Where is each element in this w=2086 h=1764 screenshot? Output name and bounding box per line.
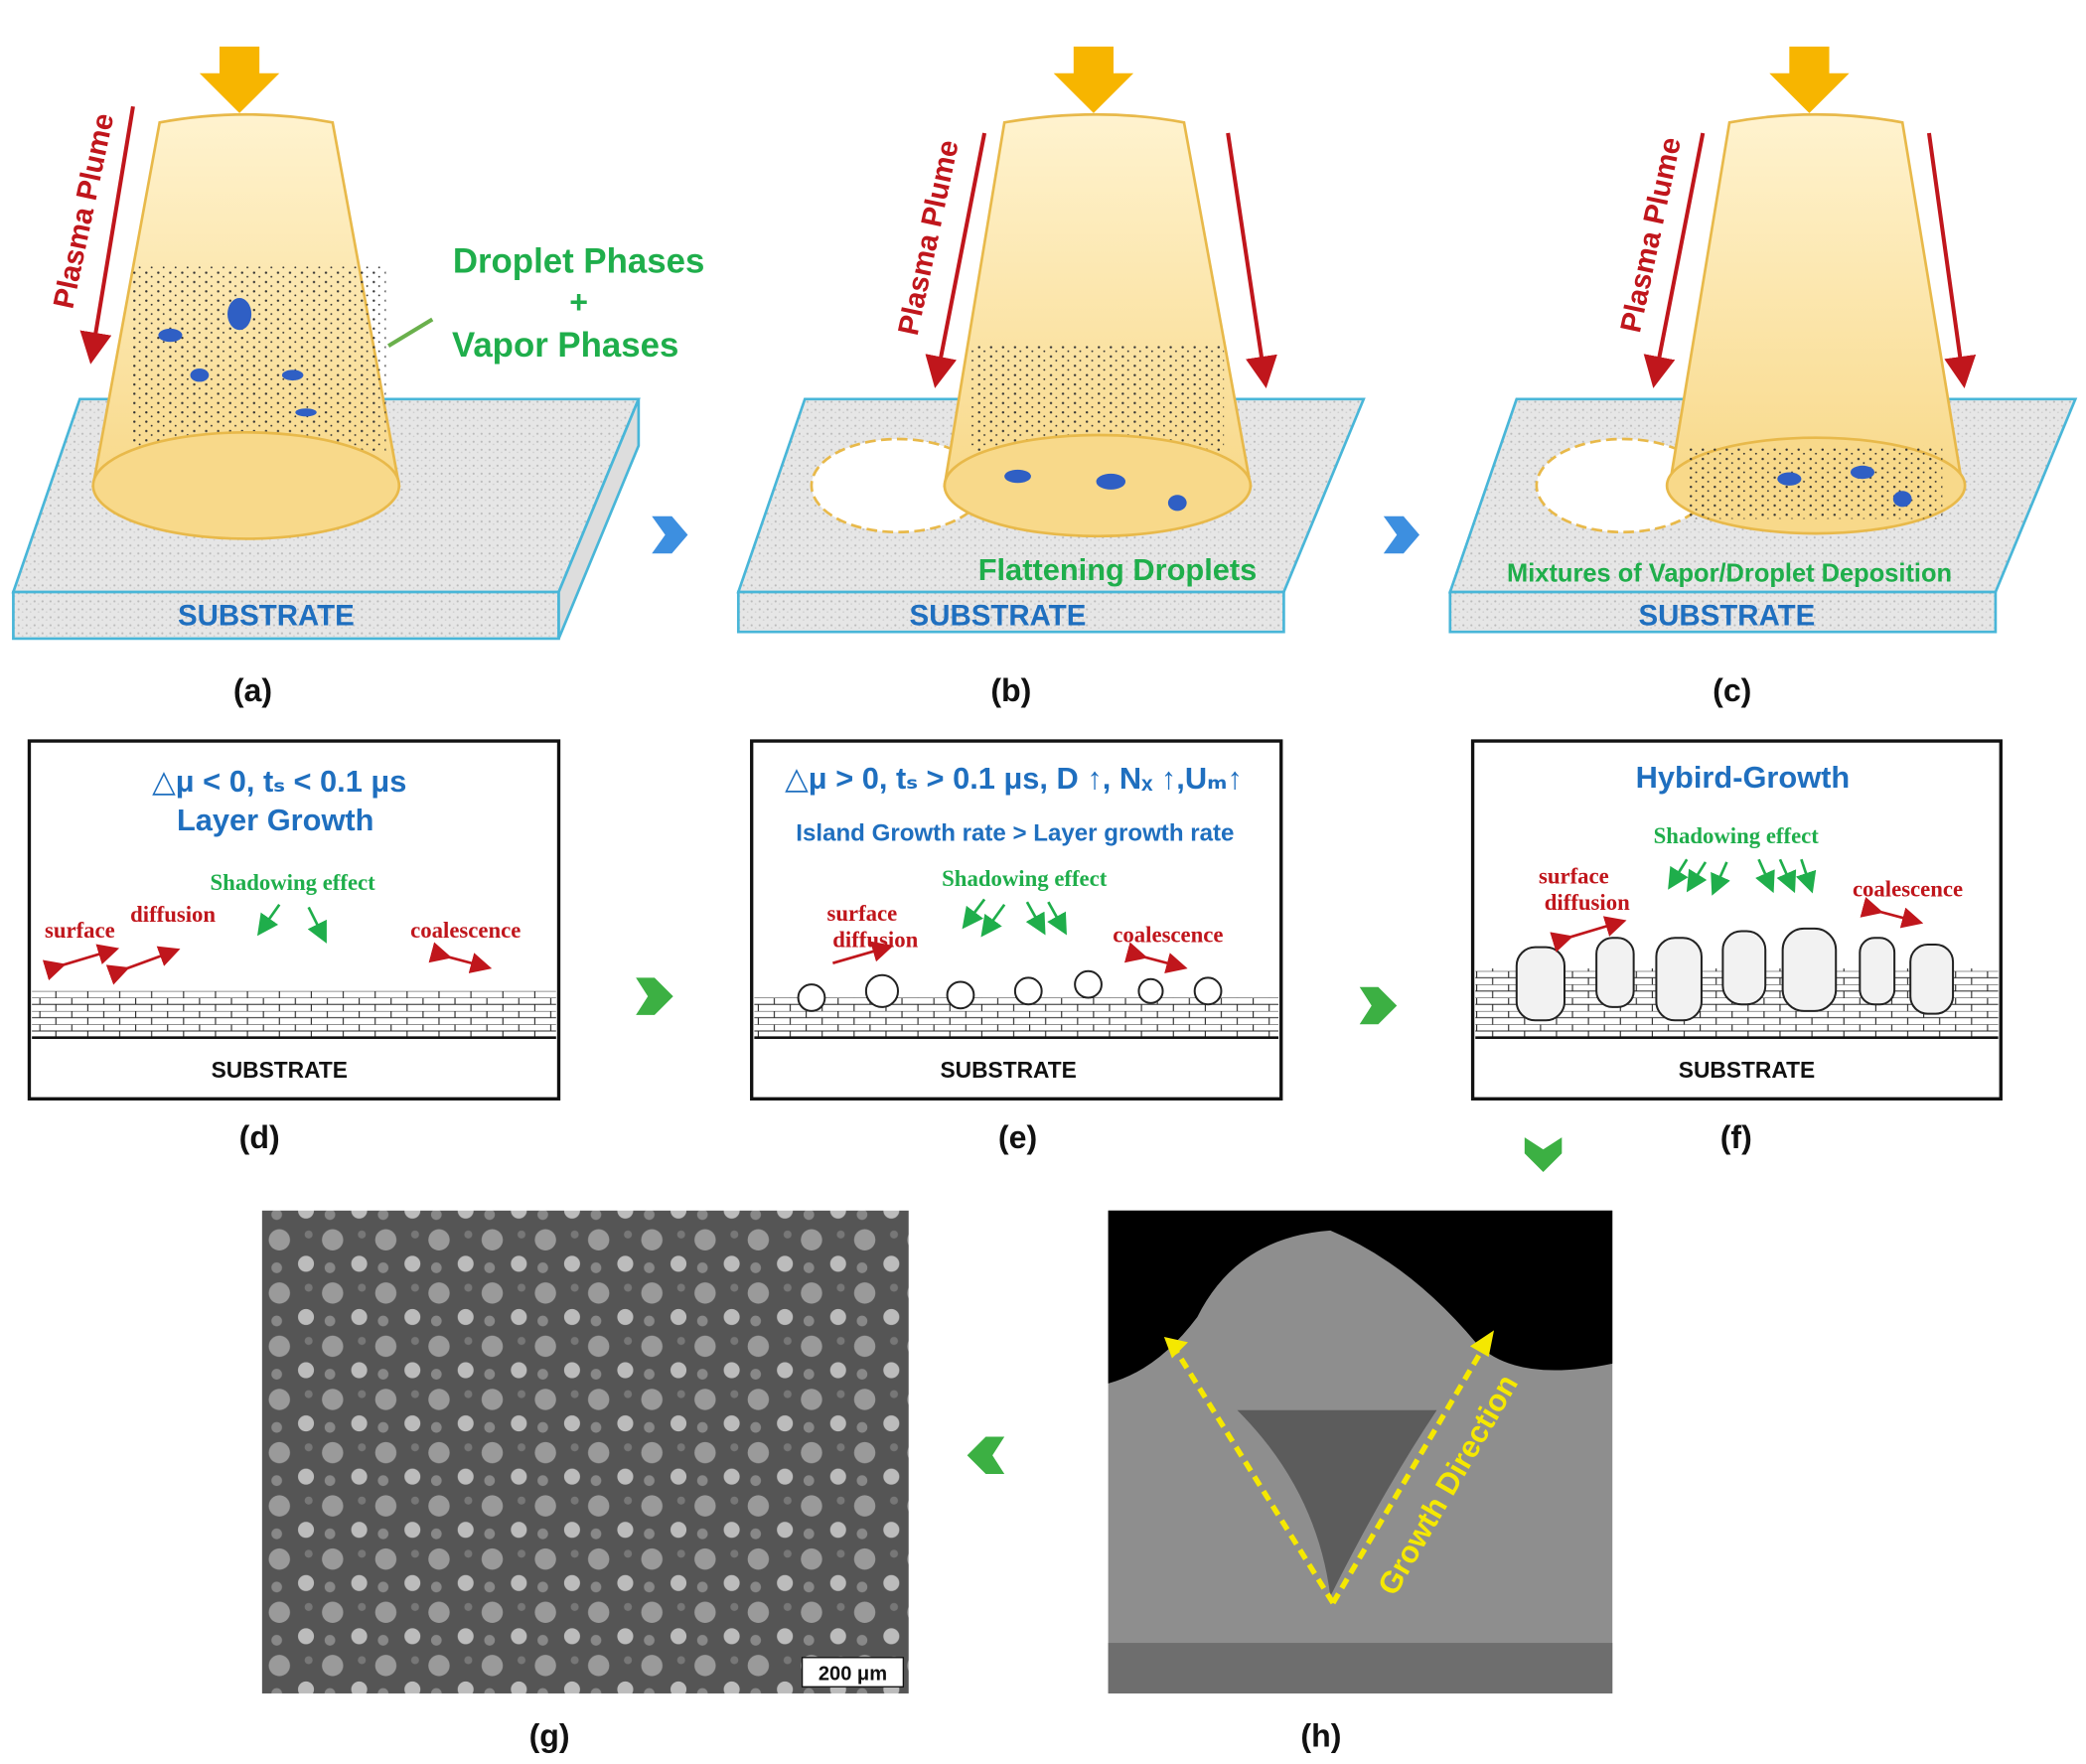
substrate-label: SUBSTRATE bbox=[1679, 1057, 1815, 1083]
panel-f: Hybird-Growth Shadowing effect surface d… bbox=[1470, 739, 2003, 1155]
panel-label: (a) bbox=[233, 672, 272, 708]
next-arrow-icon bbox=[1383, 515, 1420, 554]
substrate-label: SUBSTRATE bbox=[941, 1057, 1077, 1083]
vapor-particles bbox=[132, 265, 386, 453]
substrate-label: SUBSTRATE bbox=[212, 1057, 348, 1083]
layer-bricks bbox=[32, 990, 556, 1038]
energy-arrow-icon bbox=[199, 46, 280, 113]
shadowing-label: Shadowing effect bbox=[1654, 823, 1820, 848]
panel-label: (e) bbox=[998, 1119, 1037, 1155]
coalescence-label: coalescence bbox=[1853, 877, 1963, 902]
scale-bar-box bbox=[801, 1657, 905, 1688]
deposit-label: Flattening Droplets bbox=[978, 552, 1258, 587]
droplet-phases-label: Droplet Phases bbox=[453, 242, 704, 281]
panel-c: Plasma Plume Mixtures of Vapor/Droplet D… bbox=[1447, 46, 2078, 708]
panel-label: (c) bbox=[1713, 672, 1751, 708]
coalescence-label: coalescence bbox=[410, 918, 521, 943]
sem-surface-image bbox=[261, 1210, 909, 1693]
substrate-label: SUBSTRATE bbox=[1638, 600, 1815, 633]
shadowing-label: Shadowing effect bbox=[211, 870, 376, 895]
growth-mode-title: Layer Growth bbox=[177, 803, 374, 837]
diffusion-label: diffusion bbox=[832, 928, 918, 953]
surface-label: surface bbox=[826, 901, 897, 926]
panel-label: (g) bbox=[529, 1718, 570, 1754]
plume-label: Plasma Plume bbox=[892, 137, 966, 338]
surface-label: surface bbox=[1539, 863, 1609, 888]
panel-g: 200 μm (g) bbox=[261, 1210, 909, 1754]
next-arrow-icon bbox=[652, 515, 688, 554]
substrate-layer bbox=[1108, 1643, 1613, 1693]
growth-rate-text: Island Growth rate > Layer growth rate bbox=[796, 819, 1234, 846]
scale-bar-label: 200 μm bbox=[819, 1664, 887, 1686]
panel-a: Plasma Plume Droplet Phases + Vapor Phas… bbox=[11, 46, 704, 708]
panel-b: Plasma Plume Flattening Droplets SUBSTRA… bbox=[736, 46, 1366, 708]
panel-label: (h) bbox=[1300, 1718, 1341, 1754]
panel-label: (d) bbox=[239, 1119, 280, 1155]
deposit-label: Mixtures of Vapor/Droplet Deposition bbox=[1507, 559, 1952, 587]
down-arrow-icon bbox=[1524, 1137, 1563, 1172]
condition-text: △μ > 0, tₛ > 0.1 μs, D ↑, Nₓ ↑,Uₘ↑ bbox=[785, 761, 1243, 796]
surface-label: surface bbox=[45, 918, 115, 943]
growth-mode-title: Hybird-Growth bbox=[1636, 760, 1851, 795]
substrate-label: SUBSTRATE bbox=[910, 600, 1087, 633]
next-arrow-icon bbox=[636, 977, 673, 1015]
plume-label: Plasma Plume bbox=[1614, 134, 1688, 335]
shadowing-arrows bbox=[256, 858, 1817, 944]
plus-label: + bbox=[569, 284, 588, 320]
diffusion-arrows bbox=[42, 897, 1924, 985]
back-arrow-icon bbox=[967, 1436, 1005, 1474]
substrate-label: SUBSTRATE bbox=[178, 600, 355, 633]
panel-h: Growth Direction (h) bbox=[1108, 1210, 1613, 1754]
plume-label: Plasma Plume bbox=[48, 110, 121, 311]
panel-label: (f) bbox=[1720, 1119, 1752, 1155]
panel-label: (b) bbox=[990, 672, 1031, 708]
islands bbox=[797, 969, 1223, 1012]
pointer-arrow bbox=[387, 317, 434, 348]
diffusion-label: diffusion bbox=[130, 902, 216, 927]
panel-e: △μ > 0, tₛ > 0.1 μs, D ↑, Nₓ ↑,Uₘ↑ Islan… bbox=[750, 739, 1283, 1155]
panel-d: △μ < 0, tₛ < 0.1 μs Layer Growth Shadowi… bbox=[27, 739, 561, 1155]
plume-arrow-icon bbox=[79, 105, 135, 365]
condition-text: △μ < 0, tₛ < 0.1 μs bbox=[152, 764, 406, 799]
vapor-phases-label: Vapor Phases bbox=[452, 326, 678, 365]
coalescence-label: coalescence bbox=[1113, 922, 1223, 947]
columnar-islands bbox=[1515, 927, 1955, 1022]
shadowing-label: Shadowing effect bbox=[942, 866, 1108, 891]
droplet bbox=[227, 298, 252, 331]
next-arrow-icon bbox=[1359, 986, 1398, 1025]
growth-direction-arrows bbox=[1170, 1339, 1490, 1605]
diffusion-label: diffusion bbox=[1545, 890, 1630, 915]
